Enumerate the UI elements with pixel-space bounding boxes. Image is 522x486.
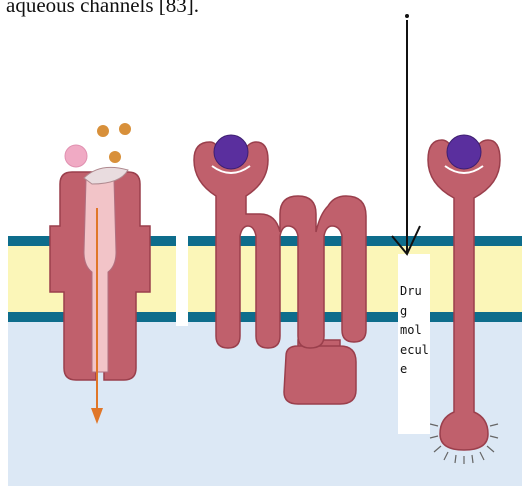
drug-molecule-label: Dru g mol ecul e: [400, 282, 430, 380]
pink-molecule-icon: [65, 145, 87, 167]
ion-channel-icon: [50, 167, 150, 380]
ion-icon: [97, 123, 131, 163]
